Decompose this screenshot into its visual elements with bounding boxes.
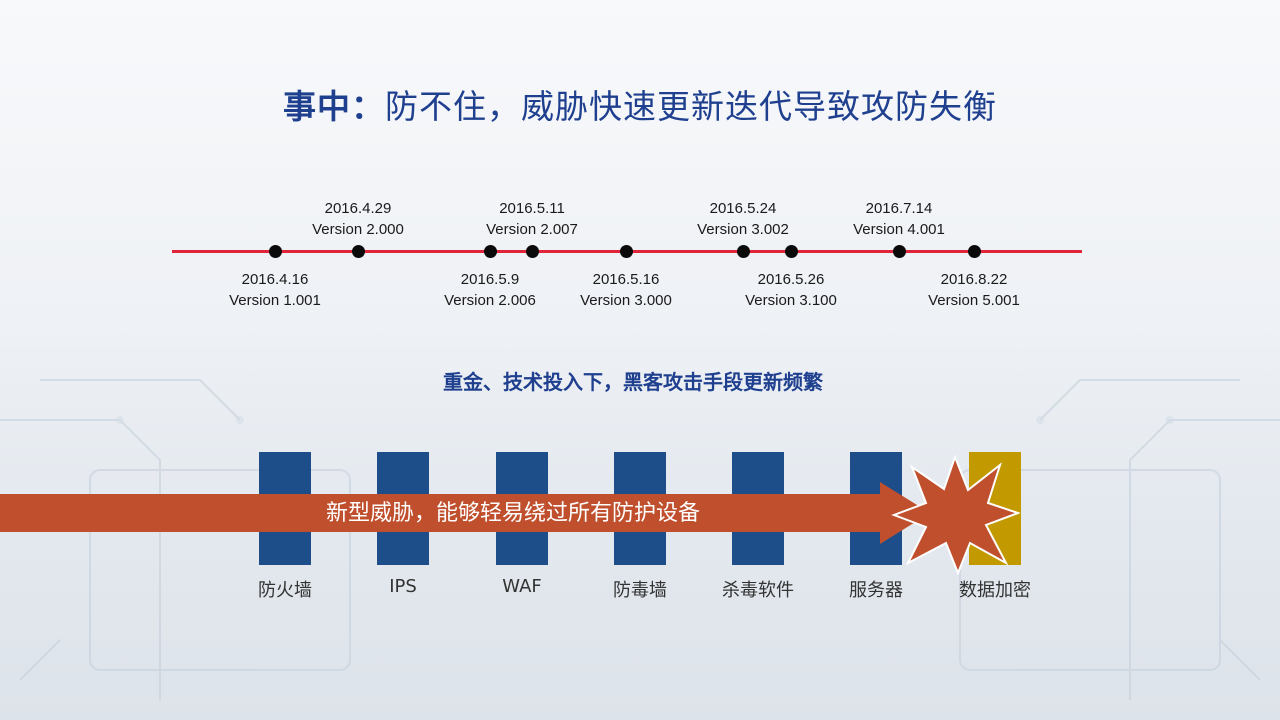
defense-label: 杀毒软件 [722,580,794,601]
timeline-dot [525,245,539,258]
timeline-date: 2016.5.24 [709,200,777,217]
timeline-version: Version 2.006 [444,292,536,309]
arrow-text: 新型威胁，能够轻易绕过所有防护设备 [326,501,701,526]
timeline-dot [967,245,981,258]
defense-label: WAF [502,576,542,597]
defense-label: IPS [389,576,417,597]
timeline-version: Version 3.100 [745,292,837,309]
timeline-version: Version 3.000 [580,292,672,309]
title-text: 防不住，威胁快速更新迭代导致攻防失衡 [385,87,997,126]
timeline-version: Version 5.001 [928,292,1020,309]
timeline-version: Version 4.001 [853,221,945,238]
timeline-date: 2016.5.26 [757,271,825,288]
threat-arrow [0,482,930,544]
timeline-version: Version 2.007 [486,221,578,238]
timeline-dot [351,245,365,258]
timeline-dot [892,245,906,258]
timeline-dot [268,245,282,258]
defense-label: 数据加密 [959,580,1031,601]
timeline-date: 2016.5.11 [499,200,565,217]
timeline-date: 2016.7.14 [865,200,933,217]
page-title: 事中：防不住，威胁快速更新迭代导致攻防失衡 [0,80,1280,128]
timeline-date: 2016.4.29 [324,200,392,217]
timeline-version: Version 2.000 [312,221,404,238]
timeline-version: Version 1.001 [229,292,321,309]
timeline-dot [736,245,750,258]
title-prefix: 事中： [283,87,385,126]
timeline-version: Version 3.002 [697,221,789,238]
timeline-dot [619,245,633,258]
timeline-date: 2016.8.22 [940,271,1008,288]
defense-label: 服务器 [849,580,903,601]
timeline-dot [784,245,798,258]
explosion-icon [891,455,1020,575]
defense-label: 防毒墙 [613,580,667,601]
defense-label: 防火墙 [258,580,312,601]
timeline-date: 2016.4.16 [241,271,309,288]
timeline-dot [483,245,497,258]
timeline-date: 2016.5.16 [592,271,660,288]
timeline-date: 2016.5.9 [460,271,520,288]
subtitle: 重金、技术投入下，黑客攻击手段更新频繁 [443,370,823,394]
